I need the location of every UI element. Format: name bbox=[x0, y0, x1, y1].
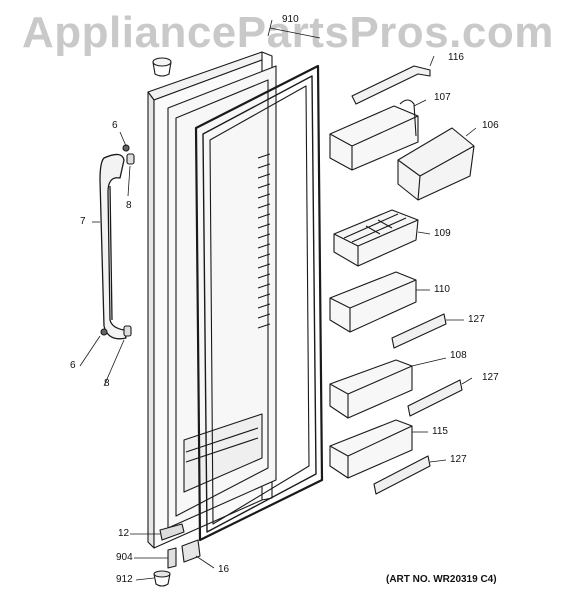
part-904 bbox=[167, 547, 177, 569]
callout-127-b: 127 bbox=[482, 372, 499, 383]
watermark-text: AppliancePartsPros.com bbox=[22, 8, 554, 57]
door-handle bbox=[99, 153, 127, 340]
callout-8-bottom: 8 bbox=[104, 378, 110, 389]
rail-116 bbox=[351, 65, 431, 105]
bin-115 bbox=[329, 419, 413, 479]
trim-127-a bbox=[391, 313, 447, 349]
callout-12: 12 bbox=[118, 528, 130, 539]
cover-106 bbox=[397, 127, 475, 201]
bottom-hinge-12 bbox=[159, 523, 185, 541]
callout-910: 910 bbox=[282, 14, 299, 25]
callout-106: 106 bbox=[482, 120, 499, 131]
bin-107 bbox=[329, 99, 419, 171]
trim-127-c bbox=[373, 455, 431, 495]
handle-screws bbox=[100, 144, 135, 337]
part-912 bbox=[153, 570, 171, 587]
callout-6-top: 6 bbox=[112, 120, 118, 131]
callout-110: 110 bbox=[434, 284, 450, 295]
trim-127-b bbox=[407, 379, 463, 417]
callout-912: 912 bbox=[116, 574, 133, 585]
liner-ribs bbox=[257, 153, 271, 329]
callout-115: 115 bbox=[432, 426, 448, 437]
bin-108 bbox=[329, 359, 413, 419]
top-hinge-cap bbox=[152, 57, 172, 77]
door-liner bbox=[167, 65, 277, 529]
callout-127-a: 127 bbox=[468, 314, 485, 325]
callout-116: 116 bbox=[448, 52, 464, 63]
bin-109 bbox=[333, 209, 419, 267]
callout-8-top: 8 bbox=[126, 200, 132, 211]
bin-110 bbox=[329, 271, 417, 333]
callout-107: 107 bbox=[434, 92, 451, 103]
callout-904: 904 bbox=[116, 552, 133, 563]
callout-16: 16 bbox=[218, 564, 230, 575]
callout-7: 7 bbox=[80, 216, 86, 227]
callout-6-bottom: 6 bbox=[70, 360, 76, 371]
callout-108: 108 bbox=[450, 350, 467, 361]
door-gasket bbox=[194, 64, 324, 542]
callout-127-c: 127 bbox=[450, 454, 467, 465]
leader-lines bbox=[79, 19, 477, 581]
callout-109: 109 bbox=[434, 228, 451, 239]
art-number: (ART NO. WR20319 C4) bbox=[386, 574, 497, 585]
part-16 bbox=[181, 539, 201, 563]
